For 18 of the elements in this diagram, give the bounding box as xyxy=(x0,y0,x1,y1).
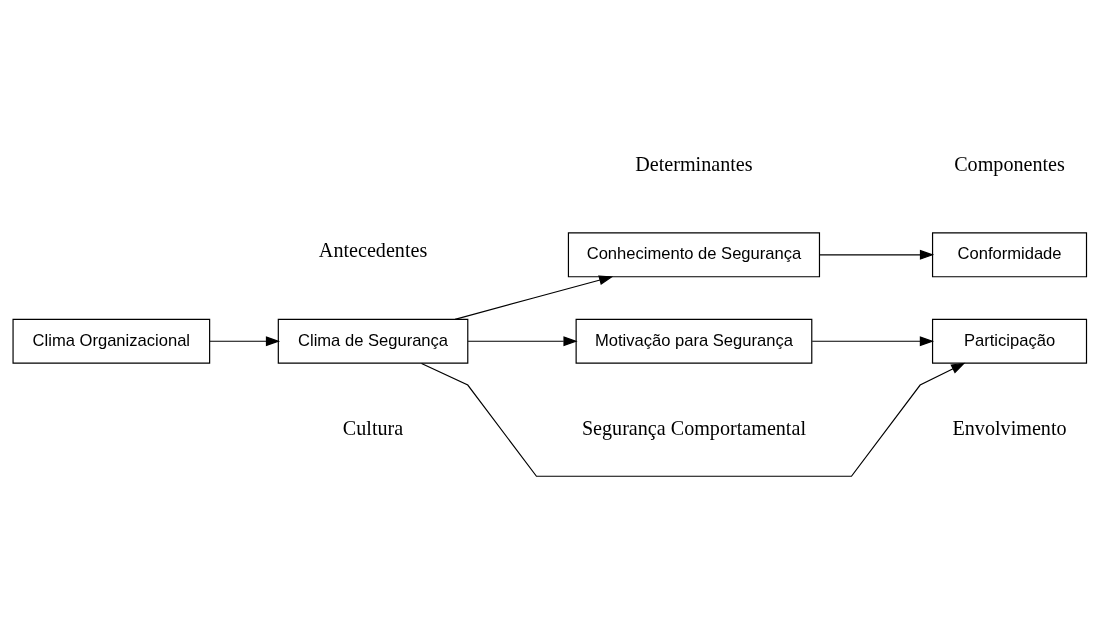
arrow xyxy=(454,275,614,320)
label: Determinantes xyxy=(635,152,753,175)
label: Cultura xyxy=(342,416,404,439)
arrow xyxy=(467,336,578,347)
label: Componentes xyxy=(954,152,1065,175)
label: Envolvimento xyxy=(952,416,1067,439)
arrow xyxy=(811,336,934,347)
node-box: Motivação para Segurança xyxy=(575,318,813,364)
node-box: Clima Organizacional xyxy=(12,318,211,364)
node-box: Clima de Segurança xyxy=(277,318,469,364)
node-box: Participação xyxy=(931,318,1088,364)
node-box: Conhecimento de Segurança xyxy=(567,232,821,278)
label: Antecedentes xyxy=(318,239,428,262)
arrow xyxy=(209,336,281,347)
node-box: Conformidade xyxy=(931,232,1088,278)
arrow xyxy=(819,249,935,260)
arrow xyxy=(420,362,966,477)
label: Segurança Comportamental xyxy=(581,416,807,439)
